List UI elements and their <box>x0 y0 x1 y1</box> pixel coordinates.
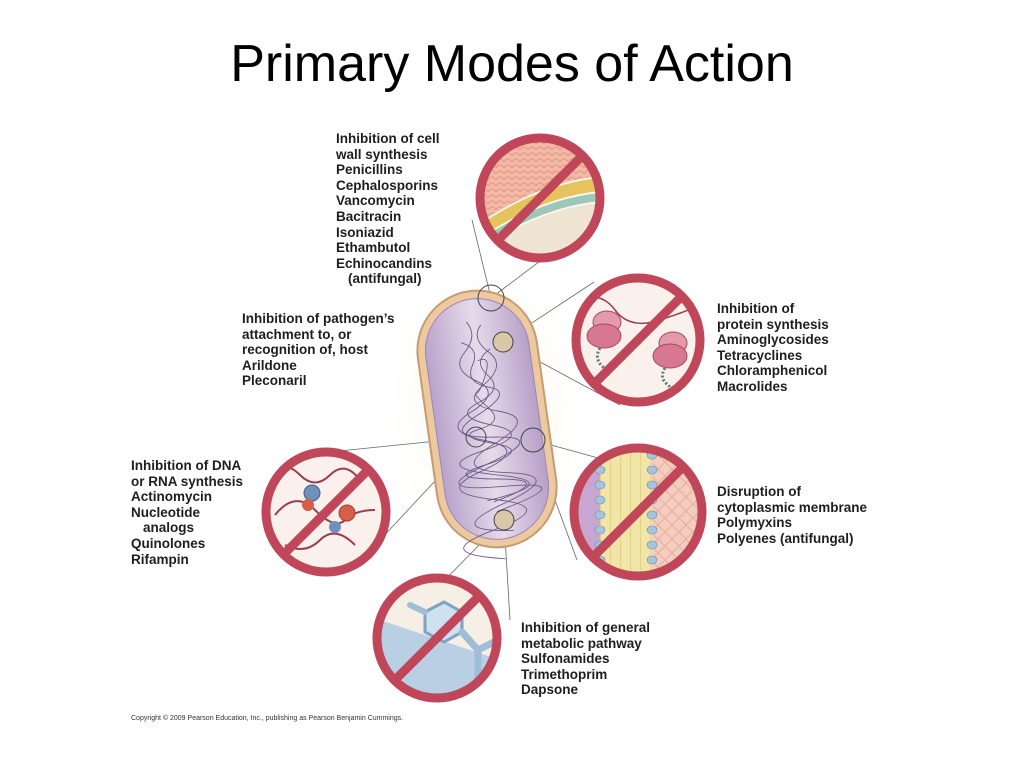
cell-wall-label: Inhibition of cell wall synthesis Penici… <box>336 131 440 287</box>
drug-item: Quinolones <box>131 535 206 551</box>
protein-synthesis-label: Inhibition of protein synthesis Aminogly… <box>717 301 829 395</box>
nucleic-acid-label: Inhibition of DNA or RNA synthesis Actin… <box>131 458 243 567</box>
heading-line: Inhibition of cell <box>336 131 440 146</box>
drug-item: Arildone <box>242 357 297 373</box>
drug-item: Echinocandins <box>336 255 433 271</box>
drug-item: Macrolides <box>717 378 788 394</box>
cell-wall-prohibition-icon <box>475 133 605 263</box>
drug-item: Chloramphenicol <box>717 363 828 379</box>
ribosome-site <box>492 331 514 353</box>
drug-item: Aminoglycosides <box>717 332 829 348</box>
drug-item: Pleconaril <box>242 373 307 389</box>
copyright-notice: Copyright © 2009 Pearson Education, Inc.… <box>131 715 404 722</box>
heading-line: Inhibition of DNA <box>131 458 242 473</box>
drug-item: Sulfonamides <box>521 651 610 667</box>
protein-prohibition-icon <box>571 273 705 407</box>
drug-item: (antifungal) <box>348 271 422 287</box>
drug-item: Polymyxins <box>717 515 793 531</box>
metabolic-site <box>493 509 515 531</box>
heading-line: protein synthesis <box>717 316 829 332</box>
drug-item: Trimethoprim <box>521 666 608 682</box>
drug-item: Dapsone <box>521 682 579 698</box>
metabolic-prohibition-icon <box>372 573 502 703</box>
drug-item: analogs <box>143 520 195 536</box>
drug-item: Penicillins <box>336 162 403 178</box>
bacterial-cell <box>416 284 558 560</box>
membrane-site <box>520 427 546 453</box>
drug-item: Nucleotide <box>131 504 201 520</box>
drug-item: Isoniazid <box>336 224 394 240</box>
heading-line: Disruption of <box>717 484 801 499</box>
membrane-label: Disruption of cytoplasmic membrane Polym… <box>717 484 867 546</box>
metabolic-label: Inhibition of general metabolic pathway … <box>521 620 650 698</box>
heading-line: or RNA synthesis <box>131 473 244 489</box>
dna-site <box>465 426 487 448</box>
drug-item: Tetracyclines <box>717 347 803 363</box>
heading-line: Inhibition of general <box>521 620 650 635</box>
drug-item: Vancomycin <box>336 193 415 209</box>
membrane-prohibition-icon <box>569 443 707 581</box>
drug-item: Actinomycin <box>131 489 213 505</box>
heading-line: recognition of, host <box>242 342 368 358</box>
heading-line: Inhibition of <box>717 301 795 316</box>
drug-item: Ethambutol <box>336 240 411 256</box>
heading-line: Inhibition of pathogen’s <box>242 311 395 326</box>
cell-wall-site <box>477 284 505 312</box>
heading-line: wall synthesis <box>336 146 428 162</box>
drug-item: Rifampin <box>131 551 189 567</box>
heading-line: cytoplasmic membrane <box>717 499 868 515</box>
drug-item: Polyenes (antifungal) <box>717 530 854 546</box>
drug-item: Bacitracin <box>336 208 402 224</box>
page-title: Primary Modes of Action <box>230 35 794 93</box>
attachment-label: Inhibition of pathogen’s attachment to, … <box>242 311 394 389</box>
drug-item: Cephalosporins <box>336 177 439 193</box>
nucleic-acid-prohibition-icon <box>261 447 391 577</box>
heading-line: attachment to, or <box>242 326 352 342</box>
heading-line: metabolic pathway <box>521 635 642 651</box>
